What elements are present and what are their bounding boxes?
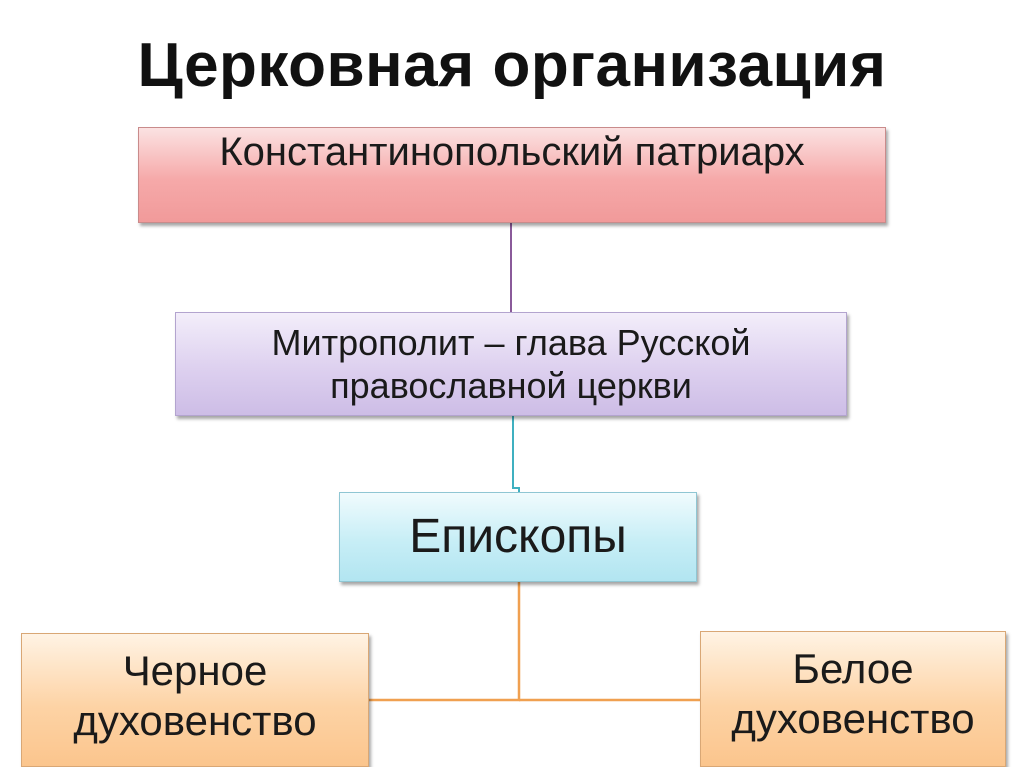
- node-patriarch-label: Константинопольский патриарх: [219, 130, 805, 174]
- node-white-clergy-label: Белое духовенство: [731, 645, 975, 743]
- node-patriarch: Константинопольский патриарх: [138, 127, 886, 223]
- connector-bishops-black-clergy: [369, 582, 521, 702]
- node-metropolitan-label: Митрополит – глава Русской православной …: [271, 321, 751, 406]
- node-bishops: Епископы: [339, 492, 697, 582]
- connector-metropolitan-bishops: [512, 416, 520, 492]
- node-black-clergy: Черное духовенство: [21, 633, 369, 767]
- node-black-clergy-label: Черное духовенство: [73, 647, 317, 745]
- diagram-title: Церковная организация: [137, 31, 887, 100]
- node-white-clergy: Белое духовенство: [700, 631, 1006, 767]
- node-bishops-label: Епископы: [409, 510, 627, 564]
- node-metropolitan: Митрополит – глава Русской православной …: [175, 312, 847, 416]
